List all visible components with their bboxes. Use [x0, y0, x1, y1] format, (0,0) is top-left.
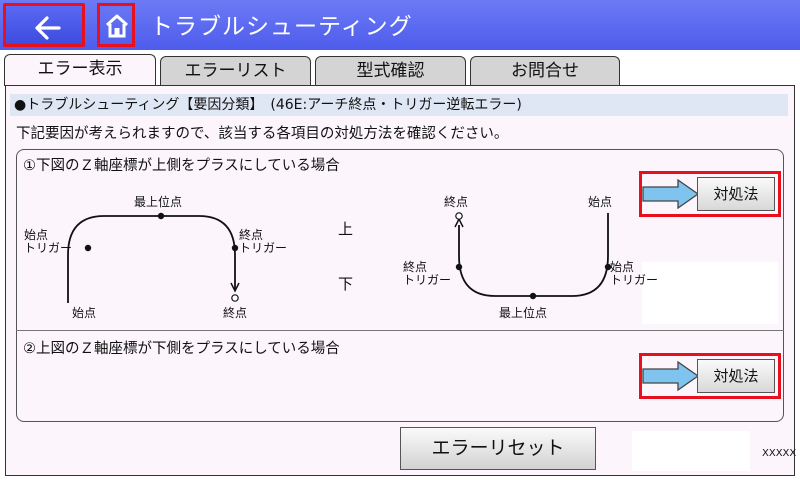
case-1-title: ①下図のＺ軸座標が上側をプラスにしている場合: [23, 158, 340, 174]
remedy-button-1[interactable]: 対処法: [697, 177, 775, 211]
right-end-trigger-label: 終点 トリガー: [403, 260, 452, 287]
right-end-top-label: 終点: [444, 195, 469, 209]
right-start-trigger-point: [604, 263, 612, 271]
blank-area: [632, 431, 750, 471]
left-start-trigger-label: 始点 トリガー: [24, 228, 73, 255]
left-top-point: [157, 212, 165, 220]
left-end-point: [231, 294, 239, 302]
left-top-label: 最上位点: [134, 195, 183, 209]
right-bottom-label: 最上位点: [499, 306, 548, 320]
left-end-trigger-point: [231, 244, 239, 252]
upper-label: 上: [338, 220, 354, 238]
left-end-label: 終点: [223, 306, 248, 320]
right-start-top-label: 始点: [588, 195, 613, 209]
right-end-point: [455, 212, 463, 220]
left-start-trigger-point: [84, 244, 92, 252]
home-icon: [105, 14, 129, 38]
lower-label: 下: [338, 275, 354, 293]
error-code: XXXXX: [762, 448, 797, 459]
right-start-trigger-label: 始点 トリガー: [610, 260, 659, 287]
left-start-label: 始点: [72, 306, 97, 320]
arrow-right-icon: [642, 361, 700, 391]
tab-error-display[interactable]: エラー表示: [4, 54, 156, 86]
blank-area: [642, 262, 778, 324]
arch-diagram: [67, 212, 612, 303]
case-2-title: ②上図のＺ軸座標が下側をプラスにしている場合: [23, 341, 340, 357]
case-2-action: 対処法: [639, 353, 781, 399]
tab-model-check[interactable]: 型式確認: [315, 56, 466, 86]
left-end-trigger-label: 終点 トリガー: [239, 228, 288, 255]
tab-bar: エラー表示 エラーリスト 型式確認 お問合せ: [0, 50, 800, 86]
tab-error-list[interactable]: エラーリスト: [160, 56, 311, 86]
right-bottom-point: [529, 292, 537, 300]
arrow-right-icon: [642, 179, 700, 209]
left-arch-path: [67, 215, 236, 303]
arrow-left-icon: [35, 16, 61, 40]
error-reset-button[interactable]: エラーリセット: [400, 427, 596, 470]
header-bar: トラブルシューティング: [0, 0, 800, 50]
home-button[interactable]: [97, 3, 135, 47]
right-end-trigger-point: [455, 263, 463, 271]
case-divider: [16, 330, 784, 331]
section-heading: ●トラブルシューティング【要因分類】 (46E:アーチ終点・トリガー逆転エラー): [10, 94, 788, 116]
remedy-button-2[interactable]: 対処法: [697, 359, 775, 393]
back-button[interactable]: [3, 3, 85, 47]
instruction-text: 下記要因が考えられますので、該当する各項目の対処方法を確認ください。: [16, 126, 509, 142]
page-title: トラブルシューティング: [150, 14, 413, 40]
right-arch-path: [458, 213, 609, 297]
tab-inquiry[interactable]: お問合せ: [470, 56, 620, 86]
case-1-action: 対処法: [639, 171, 781, 217]
